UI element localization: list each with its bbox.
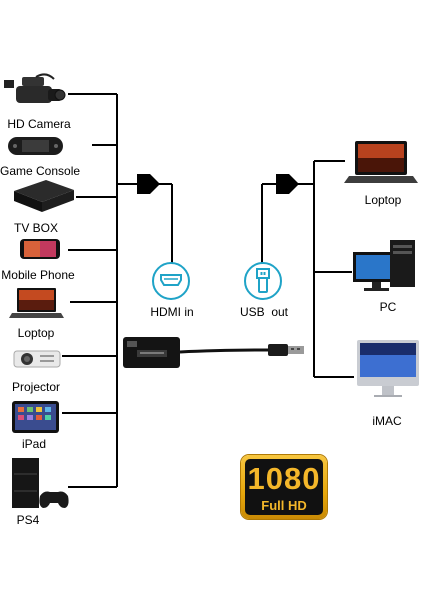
laptop-icon <box>9 288 64 318</box>
hdmi-port-icon <box>152 262 190 300</box>
label-output-imac: iMAC <box>372 414 402 428</box>
capture-card-device <box>123 337 304 368</box>
tablet-icon <box>12 401 59 433</box>
desktop-pc-icon <box>353 240 415 291</box>
tv-box-icon <box>14 180 74 212</box>
label-laptop: Loptop <box>17 326 55 340</box>
usb-port-icon <box>244 262 282 300</box>
label-ps4: PS4 <box>16 513 40 527</box>
laptop-output-icon <box>344 141 418 183</box>
badge-label: Full HD <box>261 498 307 513</box>
output-arrow-icon <box>276 174 299 194</box>
output-connector-lines <box>261 160 354 378</box>
full-hd-badge: 1080 Full HD <box>241 455 327 519</box>
handheld-console-icon <box>8 137 63 155</box>
input-arrow-icon <box>137 174 160 194</box>
input-connector-lines <box>62 93 173 488</box>
label-tv-box: TV BOX <box>13 221 58 235</box>
label-hdmi-in: HDMI in <box>150 305 194 319</box>
label-projector: Projector <box>11 380 61 394</box>
smartphone-icon <box>20 239 60 259</box>
label-hd-camera: HD Camera <box>7 117 71 131</box>
projector-icon <box>13 350 61 368</box>
badge-resolution: 1080 <box>247 461 321 496</box>
label-output-pc: PC <box>379 300 397 314</box>
label-game-console: Game Console <box>0 164 81 178</box>
imac-icon <box>357 340 419 397</box>
label-mobile-phone: Mobile Phone <box>1 268 75 282</box>
label-usb-out: USB out <box>239 305 289 319</box>
ps4-console-icon <box>12 458 69 508</box>
camcorder-icon <box>4 73 66 103</box>
label-ipad: iPad <box>21 437 47 451</box>
label-output-laptop: Loptop <box>364 193 402 207</box>
